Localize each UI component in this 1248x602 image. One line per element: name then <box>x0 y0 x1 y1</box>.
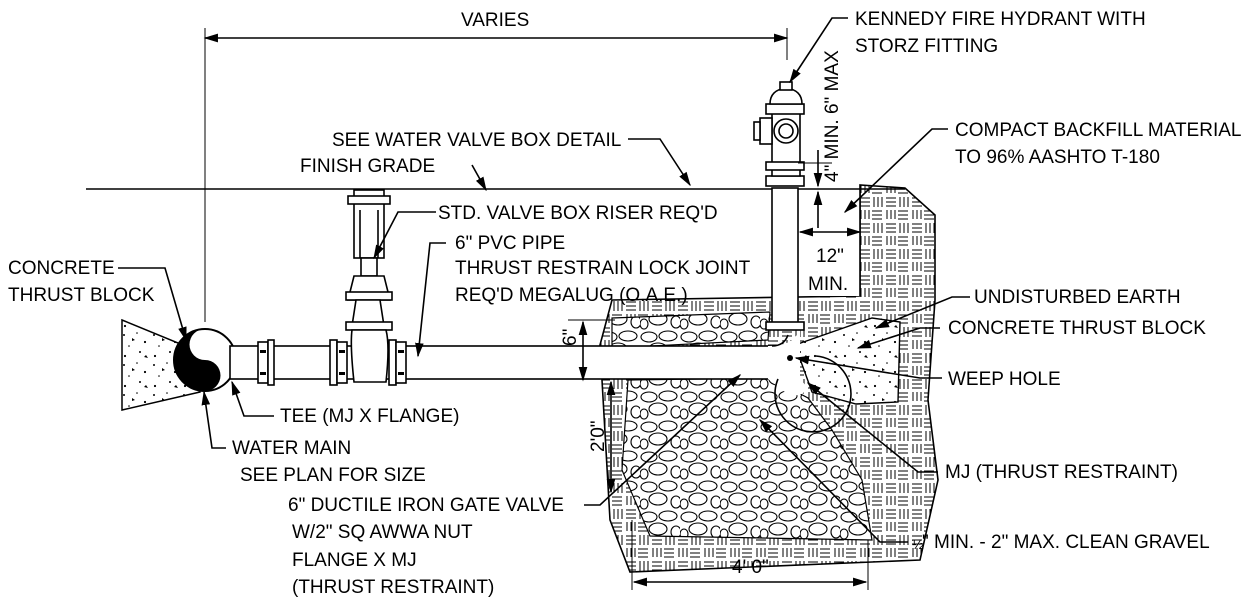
label-concrete-2: THRUST BLOCK <box>8 285 155 306</box>
gate-valve <box>345 189 393 383</box>
label-riser: STD. VALVE BOX RISER REQ'D <box>438 203 718 224</box>
label-two-ft: 2'0" <box>588 420 609 452</box>
flange-joints <box>257 339 407 386</box>
label-undisturbed: UNDISTURBED EARTH <box>974 287 1181 308</box>
label-concrete-right: CONCRETE THRUST BLOCK <box>948 318 1206 339</box>
leaders <box>118 17 970 543</box>
label-pvc-2: THRUST RESTRAIN LOCK JOINT <box>455 258 751 279</box>
label-varies: VARIES <box>461 10 529 31</box>
label-compact-2: TO 96% AASHTO T-180 <box>955 147 1160 168</box>
label-tee: TEE (MJ X FLANGE) <box>280 406 459 427</box>
label-mj: MJ (THRUST RESTRAINT) <box>945 462 1178 483</box>
weep-hole-dot <box>787 355 793 361</box>
elbow <box>768 322 806 396</box>
horizontal-pipe <box>229 322 852 433</box>
joint-bolts <box>260 350 404 375</box>
label-finish-grade: FINISH GRADE <box>300 156 435 177</box>
label-gate-4: (THRUST RESTRAINT) <box>292 577 494 598</box>
label-hydrant-2: STORZ FITTING <box>855 36 998 57</box>
label-gate-1: 6" DUCTILE IRON GATE VALVE <box>288 495 564 516</box>
label-gravel: " MIN. - 2" MAX. CLEAN GRAVEL <box>922 532 1210 553</box>
label-min-max: 4" MIN. 6" MAX <box>822 50 843 182</box>
label-hydrant-1: KENNEDY FIRE HYDRANT WITH <box>855 9 1146 30</box>
label-concrete-1: CONCRETE <box>8 258 115 279</box>
label-six: 6" <box>560 329 581 346</box>
label-pvc-1: 6" PVC PIPE <box>455 233 565 254</box>
dimensions <box>203 28 869 590</box>
label-main-1: WATER MAIN <box>232 438 351 459</box>
label-gravel-half: ½ <box>912 536 924 552</box>
label-main-2: SEE PLAN FOR SIZE <box>240 465 426 486</box>
gravel-bedding <box>611 311 771 349</box>
label-valve-box-detail: SEE WATER VALVE BOX DETAIL <box>332 130 621 151</box>
label-weep: WEEP HOLE <box>948 369 1061 390</box>
water-main-symbol <box>173 328 237 392</box>
fire-hydrant <box>753 81 805 331</box>
label-compact-1: COMPACT BACKFILL MATERIAL <box>955 120 1241 141</box>
label-gate-3: FLANGE X MJ <box>292 550 417 571</box>
label-twelve: 12" <box>816 246 844 267</box>
label-four-ft: 4' 0" <box>732 557 769 578</box>
label-pvc-3: REQ'D MEGALUG (O.A.E.) <box>455 285 688 306</box>
label-gate-2: W/2" SQ AWWA NUT <box>292 522 473 543</box>
left-thrust-block <box>121 318 201 411</box>
label-min: MIN. <box>808 274 848 295</box>
